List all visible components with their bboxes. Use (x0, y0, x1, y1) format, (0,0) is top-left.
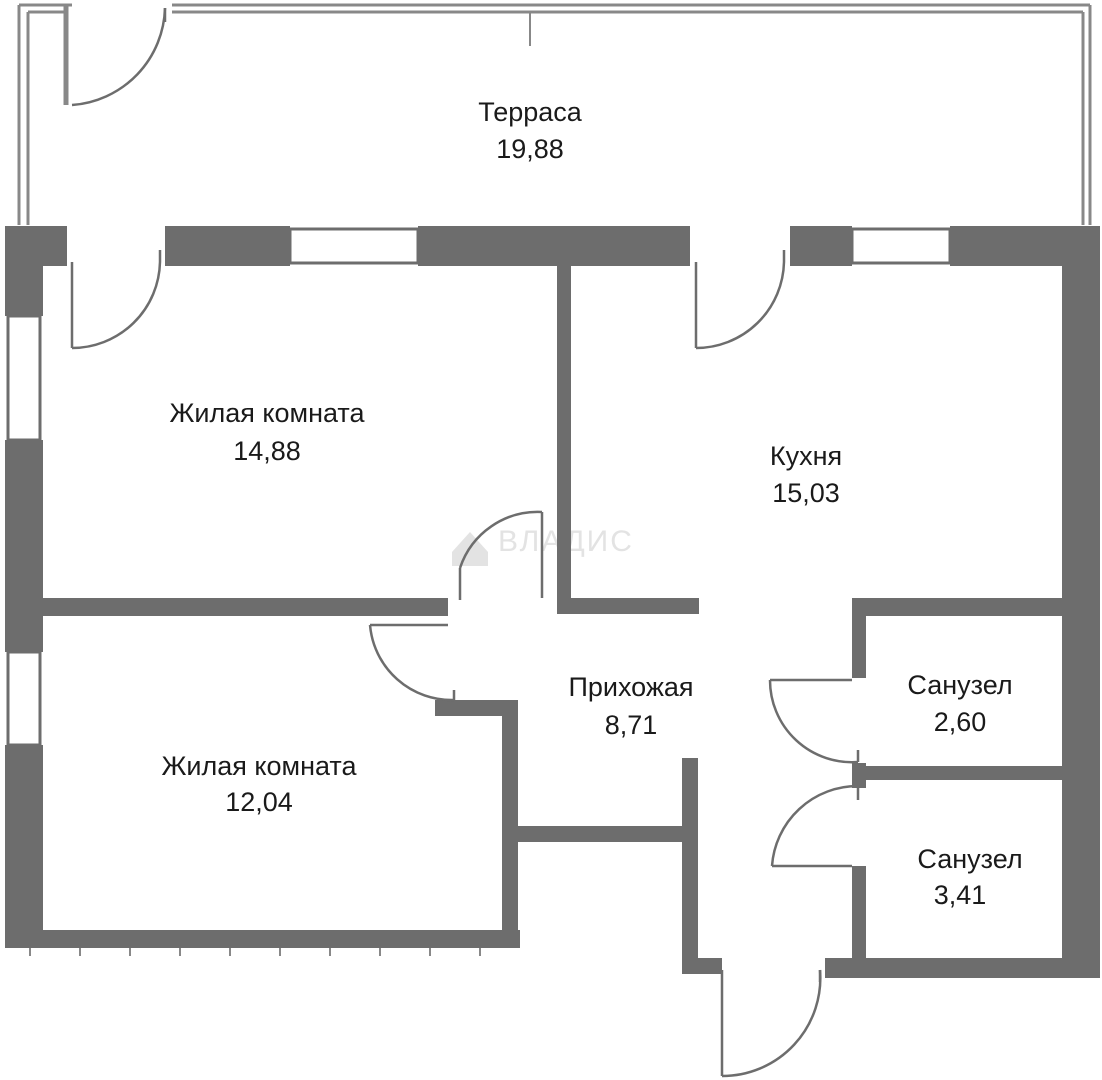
room-bath2-name: Санузел (917, 844, 1022, 874)
door-kitchen-terrace (694, 250, 786, 350)
window-left-living2 (6, 650, 42, 747)
door-terrace-top (71, 7, 167, 107)
room-bath2-area: 3,41 (934, 880, 987, 910)
room-bath1-area: 2,60 (934, 707, 987, 737)
door-living1-hall (458, 510, 544, 600)
room-bath1-name: Санузел (907, 670, 1012, 700)
room-terrace-area: 19,88 (496, 134, 564, 164)
window-top-kitchen (850, 227, 952, 265)
room-kitchen-name: Кухня (770, 441, 842, 471)
terrace-outline (17, 3, 1092, 225)
room-kitchen-area: 15,03 (772, 478, 840, 508)
room-hall-name: Прихожая (568, 672, 693, 702)
room-terrace-name: Терраса (478, 97, 583, 127)
room-labels: Терраса 19,88 Жилая комната 14,88 Кухня … (161, 97, 1022, 910)
room-hall-area: 8,71 (605, 710, 658, 740)
doors (70, 7, 860, 1078)
window-left-living1 (6, 314, 42, 442)
windows (6, 227, 952, 747)
room-living1-name: Жилая комната (169, 398, 365, 428)
room-living2-area: 12,04 (225, 787, 293, 817)
room-living2-name: Жилая комната (161, 751, 357, 781)
room-living1-area: 14,88 (233, 436, 301, 466)
window-top-living (288, 227, 420, 265)
door-living2-hall (368, 623, 456, 702)
walls (5, 226, 1100, 978)
door-bath1 (768, 678, 860, 764)
door-entrance (720, 969, 822, 1078)
door-living1-terrace (70, 250, 162, 350)
door-bath2 (770, 784, 860, 868)
rail-dashes (29, 948, 481, 956)
